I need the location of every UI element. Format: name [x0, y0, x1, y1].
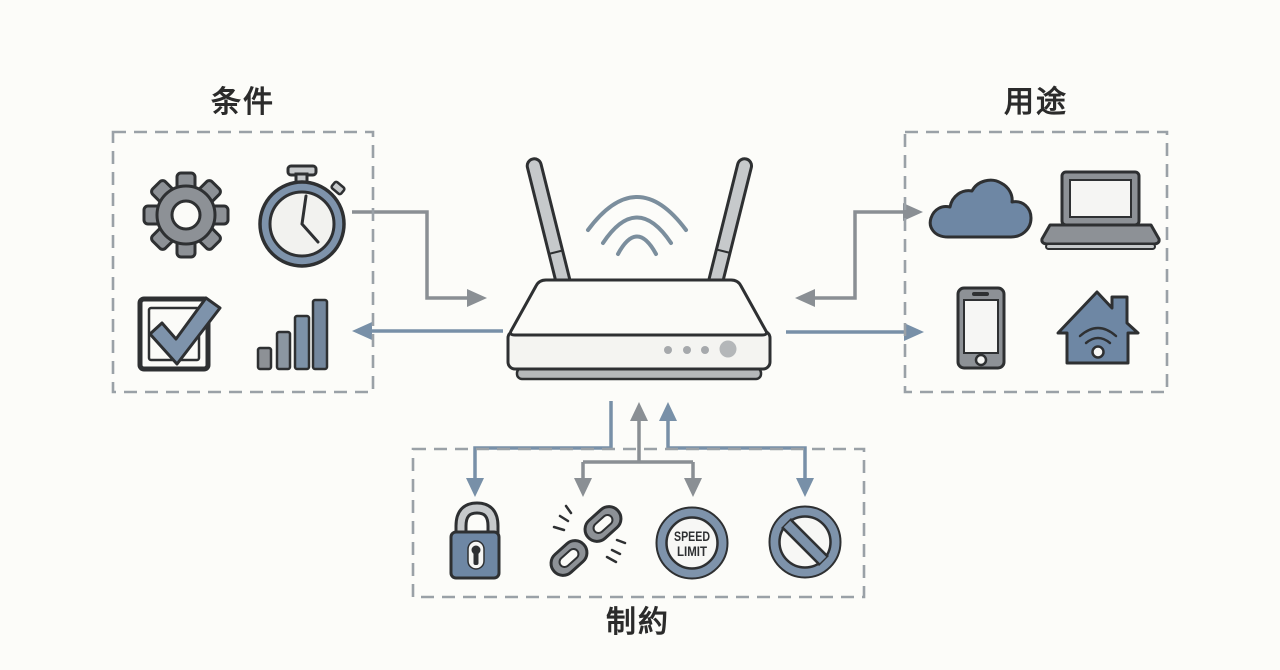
- padlock-icon: [449, 501, 501, 580]
- smartphone-icon: [956, 286, 1006, 370]
- uses-box: [903, 130, 1169, 394]
- stopwatch-icon: [258, 164, 346, 268]
- speed-limit-text-line2: LIMIT: [677, 544, 708, 559]
- conditions-box: [111, 130, 375, 394]
- arrow-conditions-to-router: [352, 210, 487, 307]
- router-antenna-right: [706, 157, 754, 291]
- arrow-router-to-smartphone: [786, 323, 924, 341]
- arrow-router-chain-speedlimit: [574, 402, 702, 497]
- broken-chain-icon: [549, 504, 627, 577]
- conditions-title: 条件: [211, 86, 275, 119]
- arrow-router-cloud-bidirectional: [795, 203, 923, 307]
- speed-limit-text-line1: SPEED: [674, 529, 710, 544]
- laptop-icon: [1040, 170, 1161, 250]
- router-icon: [506, 157, 772, 381]
- router-top: [509, 278, 768, 337]
- cloud-icon: [928, 178, 1033, 239]
- router-antenna-left: [525, 157, 573, 293]
- arrows-layer: [352, 203, 924, 497]
- signal-bars-icon: [256, 298, 329, 371]
- router-leds: [664, 340, 737, 358]
- gear-icon: [142, 171, 230, 259]
- smart-home-icon: [1056, 290, 1140, 365]
- wifi-waves-icon: [586, 195, 688, 256]
- arrow-router-to-conditions: [352, 322, 503, 340]
- constraints-box: [411, 447, 866, 599]
- uses-title: 用途: [1004, 85, 1068, 119]
- checkbox-icon: [137, 296, 222, 372]
- no-entry-sign-icon: [768, 505, 842, 579]
- speed-limit-sign-icon: SPEED LIMIT: [655, 506, 729, 580]
- constraints-title: 制約: [606, 606, 670, 639]
